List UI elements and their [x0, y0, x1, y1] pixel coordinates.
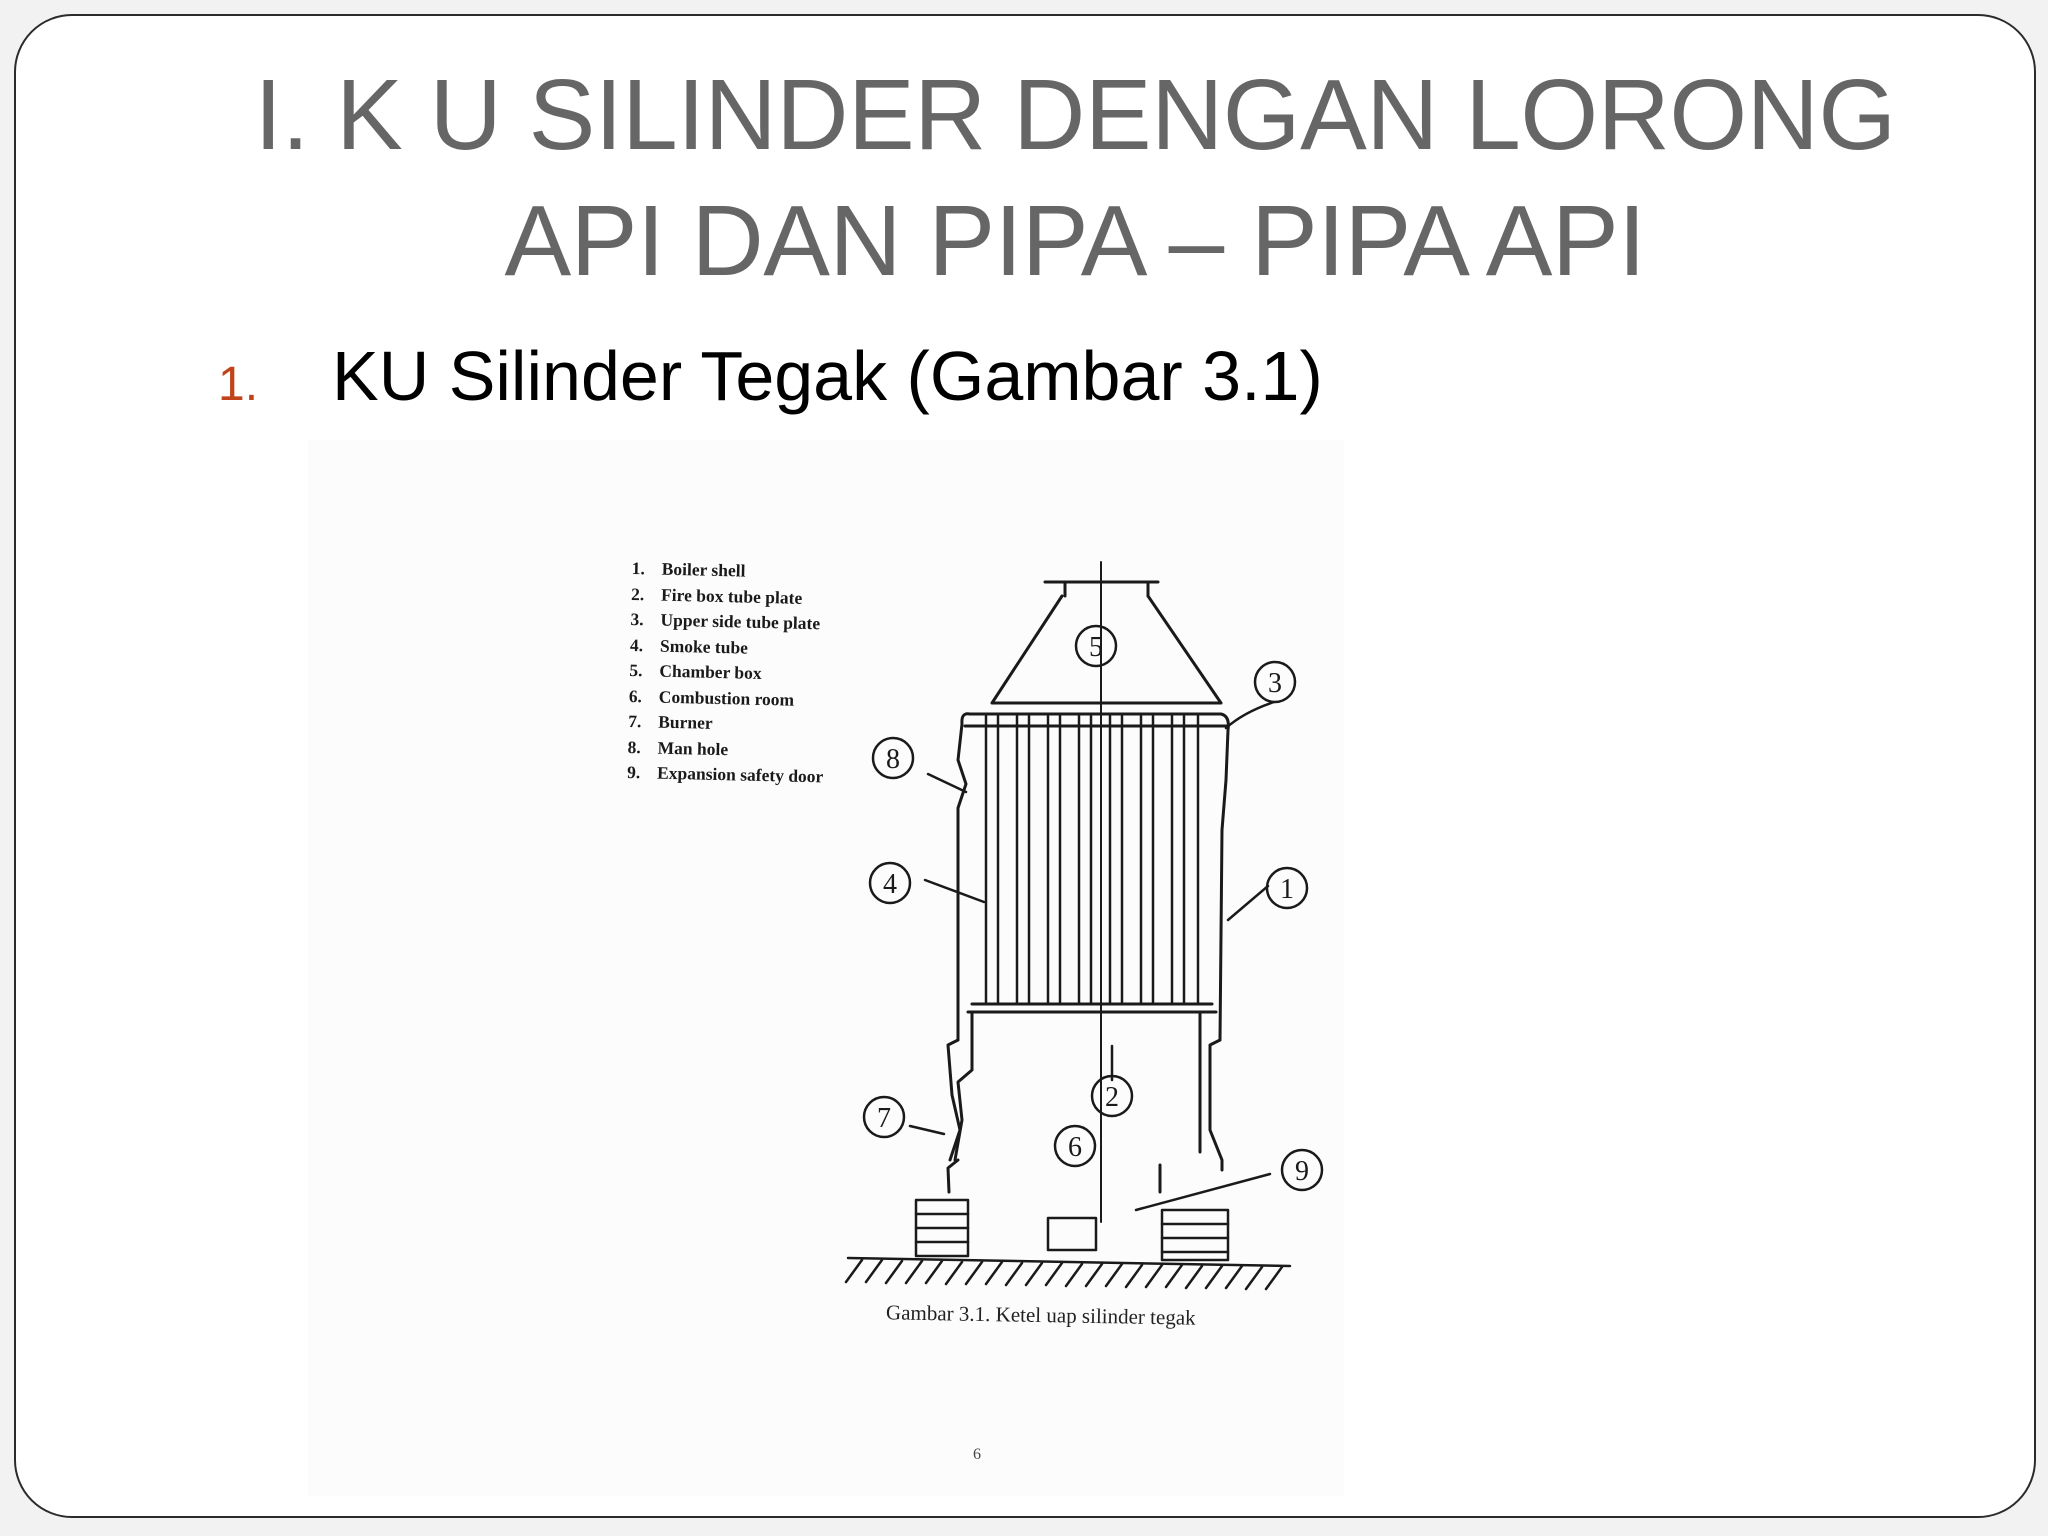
- callout-7: [862, 1095, 906, 1139]
- callout-4: [868, 861, 912, 905]
- svg-text:1: 1: [1280, 874, 1294, 905]
- scan-page-number: 6: [973, 1446, 981, 1463]
- fire-box: [953, 1002, 1218, 1162]
- title-line-2: API DAN PIPA – PIPA API: [504, 185, 1646, 297]
- callout-1: [1265, 866, 1309, 910]
- smoke-tubes: [984, 714, 1200, 1006]
- svg-text:4: 4: [883, 869, 897, 900]
- leader-lines: [908, 700, 1276, 1212]
- man-hole: [1046, 1216, 1098, 1252]
- ground: [844, 1256, 1292, 1291]
- callout-5: [1074, 624, 1118, 668]
- bullet-number: 1.: [218, 358, 259, 411]
- boiler-shell: [946, 712, 1230, 1194]
- svg-text:7: 7: [877, 1103, 891, 1134]
- title-line-1: I. K U SILINDER DENGAN LORONG: [254, 59, 1896, 171]
- chamber-box: [990, 580, 1223, 705]
- bullet-item: 1. KU Silinder Tegak (Gambar 3.1): [218, 336, 1323, 426]
- svg-text:8: 8: [886, 744, 900, 775]
- callout-circles: [862, 624, 1324, 1192]
- callout-2: [1090, 1074, 1134, 1118]
- svg-text:5: 5: [1089, 632, 1103, 663]
- bullet-text: KU Silinder Tegak (Gambar 3.1): [332, 337, 1323, 415]
- right-support: [1160, 1208, 1230, 1262]
- svg-text:3: 3: [1268, 668, 1282, 699]
- svg-text:2: 2: [1105, 1082, 1119, 1113]
- left-support: [914, 1198, 970, 1258]
- callout-8: [871, 736, 915, 780]
- svg-text:9: 9: [1295, 1156, 1309, 1187]
- callout-3: [1253, 660, 1297, 704]
- svg-text:6: 6: [1068, 1132, 1082, 1163]
- callout-9: [1280, 1148, 1324, 1192]
- slide-title: I. K U SILINDER DENGAN LORONG API DAN PI…: [160, 52, 1990, 304]
- callout-6: [1053, 1124, 1097, 1168]
- callout-numbers: 5 3 8 4 1 2 6 7 9: [877, 632, 1309, 1187]
